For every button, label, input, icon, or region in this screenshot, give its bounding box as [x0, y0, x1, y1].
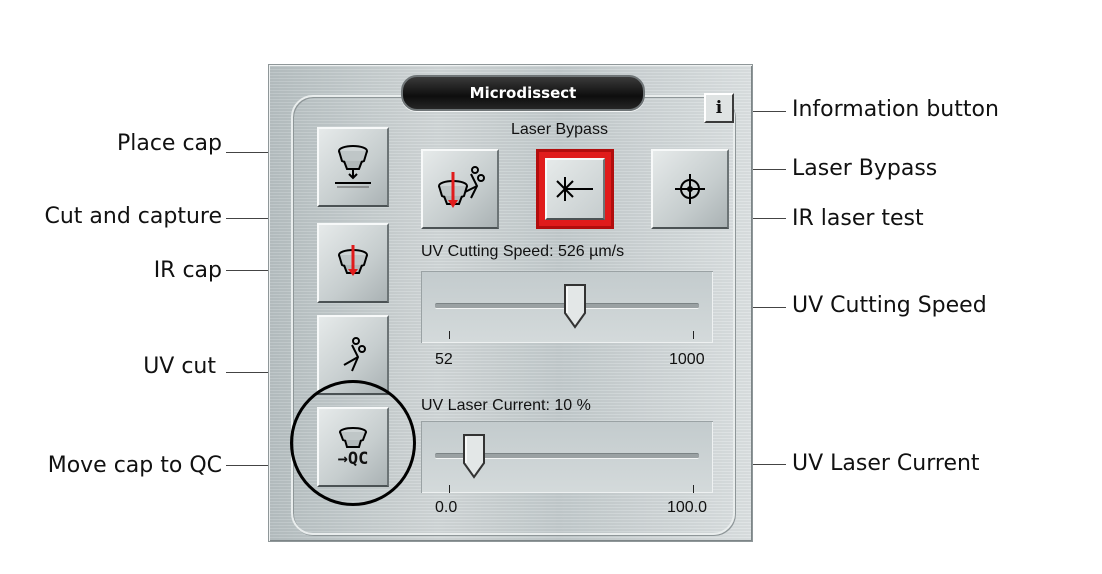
uv-cutting-speed-max: 1000 [669, 351, 705, 368]
callout-move-cap-to-qc: Move cap to QC [47, 453, 222, 478]
callout-place-cap: Place cap [116, 131, 222, 156]
microdissect-panel: Microdissect i Laser Bypass [268, 64, 753, 542]
callout-uv-laser-current: UV Laser Current [792, 451, 980, 476]
ir-laser-test-button[interactable] [651, 149, 729, 229]
uv-laser-current-thumb[interactable] [462, 433, 486, 479]
callout-cut-and-capture: Cut and capture [44, 204, 222, 229]
ir-cap-button[interactable] [317, 223, 389, 303]
laser-bypass-button[interactable] [536, 149, 614, 229]
callout-ir-laser-test: IR laser test [792, 206, 924, 231]
callout-ir-cap: IR cap [153, 258, 222, 283]
laser-bypass-caption: Laser Bypass [511, 121, 608, 138]
uv-cutting-speed-min-tick [449, 331, 450, 339]
place-cap-button[interactable] [317, 127, 389, 207]
move-cap-qc-icon [339, 427, 367, 448]
move-cap-to-qc-button[interactable]: →QC [317, 407, 389, 487]
uv-laser-current-label: UV Laser Current: 10 % [421, 397, 591, 414]
laser-star-icon [556, 177, 593, 201]
uv-laser-current-max: 100.0 [667, 499, 708, 516]
uv-cutting-speed-min: 52 [435, 351, 453, 368]
uv-cutting-speed-slider[interactable] [421, 271, 713, 343]
cut-and-capture-icon [438, 166, 485, 208]
crosshair-icon [675, 174, 705, 204]
callout-laser-bypass: Laser Bypass [792, 156, 938, 181]
information-button[interactable]: i [704, 93, 734, 123]
place-cap-icon [335, 145, 371, 188]
laser-bypass-button-face [545, 158, 605, 220]
callout-uv-cut: UV cut [143, 354, 216, 379]
uv-laser-current-max-tick [693, 485, 694, 493]
callout-information-button: Information button [792, 97, 999, 122]
cut-and-capture-button[interactable] [421, 149, 499, 229]
uv-cutting-speed-label: UV Cutting Speed: 526 µm/s [421, 243, 625, 260]
scissors-icon [343, 337, 366, 372]
uv-laser-current-slider[interactable] [421, 421, 713, 493]
callout-line-information-button [746, 111, 786, 112]
uv-cut-button[interactable] [317, 315, 389, 395]
panel-title: Microdissect [401, 75, 645, 111]
uv-laser-current-min: 0.0 [435, 499, 458, 516]
callout-uv-cutting-speed: UV Cutting Speed [792, 293, 987, 318]
move-cap-qc-content: →QC [336, 426, 370, 468]
ir-cap-icon [338, 245, 368, 276]
uv-cutting-speed-max-tick [693, 331, 694, 339]
uv-laser-current-groove [435, 453, 699, 459]
uv-cutting-speed-thumb[interactable] [563, 283, 587, 329]
uv-laser-current-min-tick [449, 485, 450, 493]
move-cap-qc-label: →QC [337, 449, 369, 469]
